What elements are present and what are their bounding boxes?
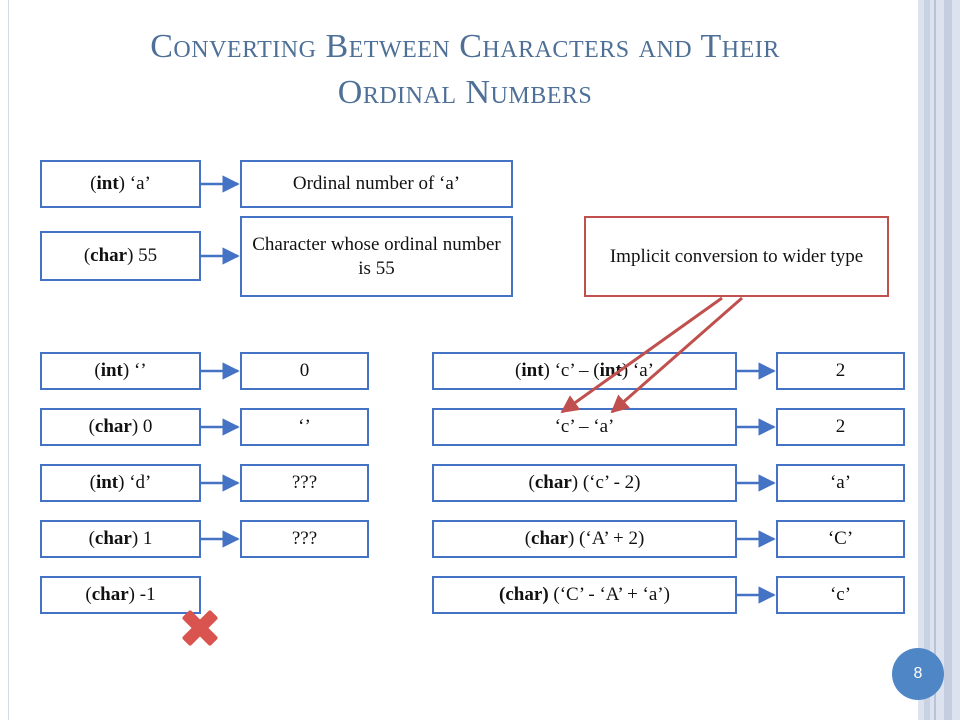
implicit-conversion-note: Implicit conversion to wider type [584,216,889,297]
right-row-5-expr: (char) (‘C’ - ‘A’ + ‘a’) [432,576,737,614]
right-row-2-expr: ‘c’ – ‘a’ [432,408,737,446]
title-line-1: Converting Between Characters and Their [150,28,780,65]
implicit-arrow-1 [560,296,723,414]
right-row-3-expr: (char) (‘c’ - 2) [432,464,737,502]
slide-title: Converting Between Characters and Their … [30,24,900,116]
char-55-desc-box: Character whose ordinal number is 55 [240,216,513,297]
right-row-1-expr: (int) ‘c’ – (int) ‘a’ [432,352,737,390]
page-number-badge: 8 [892,648,944,700]
int-keyword: int [96,173,119,194]
right-row-3-result: ‘a’ [776,464,905,502]
slide-frame-left [8,0,9,720]
left-row-1-result: 0 [240,352,369,390]
right-row-1-result: 2 [776,352,905,390]
char-keyword: char [90,245,128,266]
left-row-3-result: ??? [240,464,369,502]
right-row-5-result: ‘c’ [776,576,905,614]
cast-char-55-box: (char) 55 [40,231,201,281]
implicit-arrow-2 [610,296,743,414]
right-row-2-result: 2 [776,408,905,446]
title-line-2: Ordinal Numbers [337,74,593,111]
red-x-icon [182,610,218,646]
left-row-1-expr: (int) ‘’ [40,352,201,390]
slide-frame-right [918,0,960,720]
cast-int-a-box: (int) ‘a’ [40,160,201,208]
left-row-3-expr: (int) ‘d’ [40,464,201,502]
right-row-4-result: ‘C’ [776,520,905,558]
left-row-4-expr: (char) 1 [40,520,201,558]
right-row-4-expr: (char) (‘A’ + 2) [432,520,737,558]
left-row-2-result: ‘’ [240,408,369,446]
ordinal-a-box: Ordinal number of ‘a’ [240,160,513,208]
left-row-2-expr: (char) 0 [40,408,201,446]
left-row-5-expr: (char) -1 [40,576,201,614]
left-row-4-result: ??? [240,520,369,558]
